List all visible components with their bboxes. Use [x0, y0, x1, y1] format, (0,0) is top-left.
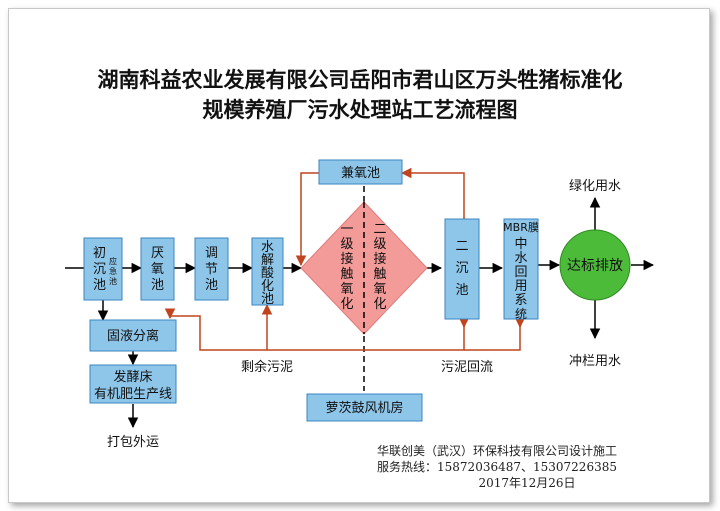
hydrolysis-acidification-tank: 水 解 酸 化 池 — [251, 237, 284, 307]
reclaimed-char-4: 用 — [514, 279, 527, 294]
oxidation-2-char-5: 氧 — [373, 282, 386, 297]
second-stage-oxidation-label: 二 级 接 触 氧 化 — [373, 222, 386, 312]
blower-room-label: 萝茨鼓风机房 — [325, 400, 403, 416]
reclaimed-char-5: 系 — [514, 293, 527, 308]
oxidation-1-char-4: 触 — [340, 267, 353, 282]
contact-oxidation-diamond — [300, 201, 428, 335]
sludge-return-line — [170, 315, 465, 351]
emergency-tank-char-3: 池 — [109, 276, 117, 286]
secondary-clarifier: 二 沉 池 — [444, 218, 480, 320]
initial-sedimentation-tank: 初 沉 池 应 急 池 — [83, 237, 123, 301]
reclaimed-char-3: 回 — [514, 265, 527, 280]
greening-water-label: 绿化用水 — [569, 179, 621, 194]
mbr-label: MBR膜 — [503, 221, 539, 234]
oxidation-2-char-2: 级 — [373, 237, 386, 252]
anaerobic-char-3: 池 — [151, 278, 164, 293]
reclaimed-char-6: 统 — [515, 307, 527, 321]
roots-blower-room: 萝茨鼓风机房 — [306, 393, 423, 422]
emergency-tank-char-2: 急 — [109, 266, 117, 276]
separation-label: 固液分离 — [107, 328, 159, 344]
anaerobic-char-2: 氧 — [151, 262, 164, 277]
reclaimed-char-1: 中 — [514, 237, 527, 252]
hydrolysis-char-4: 化 — [261, 279, 274, 294]
initial-sedimentation-char-3: 池 — [93, 278, 106, 293]
fermentation-line-1: 发酵床 — [113, 369, 152, 385]
hydrolysis-char-2: 解 — [261, 253, 274, 268]
hydrolysis-char-5: 池 — [261, 292, 274, 307]
facultative-tank-label: 兼氧池 — [341, 166, 380, 181]
oxidation-1-char-2: 级 — [340, 237, 353, 252]
oxidation-1-char-5: 氧 — [340, 282, 353, 297]
clarifier-return-to-facultative — [400, 167, 465, 219]
clarifier-char-1: 二 — [455, 239, 468, 254]
oxidation-2-char-3: 接 — [373, 251, 386, 267]
hydrolysis-char-3: 酸 — [261, 266, 274, 281]
oxidation-2-char-1: 二 — [373, 222, 386, 237]
facultative-tank: 兼氧池 — [318, 159, 403, 185]
fermentation-line-2: 有机肥生产线 — [94, 387, 172, 402]
flushing-water-label: 冲栏用水 — [569, 354, 621, 369]
first-stage-oxidation-label: 一 级 接 触 氧 化 — [340, 222, 353, 312]
hydrolysis-char-1: 水 — [261, 240, 274, 255]
discharge-label: 达标排放 — [567, 258, 623, 274]
packing-label: 打包外运 — [107, 435, 159, 450]
oxidation-1-char-1: 一 — [340, 222, 353, 237]
fermentation-bed-line: 发酵床 有机肥生产线 — [89, 364, 177, 404]
title-line-2: 规模养殖厂污水处理站工艺流程图 — [202, 97, 518, 122]
regulating-char-1: 调 — [205, 246, 218, 261]
reclaimed-char-2: 水 — [514, 251, 527, 266]
sludge-lines — [164, 167, 526, 351]
emergency-tank-char-1: 应 — [109, 256, 117, 266]
title-line-1: 湖南科益农业发展有限公司岳阳市君山区万头牲猪标准化 — [97, 67, 623, 92]
solid-liquid-separation: 固液分离 — [89, 319, 177, 352]
clarifier-char-2: 沉 — [455, 261, 468, 276]
mbr-sludge-line — [464, 319, 521, 351]
oxidation-1-char-3: 接 — [340, 251, 353, 267]
regulating-char-2: 节 — [205, 262, 218, 277]
oxidation-1-char-6: 化 — [340, 297, 353, 312]
footer-date: 2017年12月26日 — [478, 476, 575, 490]
initial-sedimentation-char-1: 初 — [93, 246, 106, 261]
residual-sludge-label: 剩余污泥 — [241, 359, 293, 375]
initial-sedimentation-char-2: 沉 — [93, 262, 106, 277]
footer-company: 华联创美（武汉）环保科技有限公司设计施工 — [377, 444, 617, 458]
oxidation-2-char-4: 触 — [373, 267, 386, 282]
clarifier-char-3: 池 — [455, 283, 468, 298]
oxidation-2-char-6: 化 — [373, 297, 386, 312]
sludge-return-label: 污泥回流 — [441, 360, 493, 375]
mbr-reclaimed-water-system: MBR膜 中 水 回 用 系 统 — [503, 218, 539, 321]
footer-hotline: 服务热线：15872036487、15307226385 — [377, 459, 617, 474]
regulating-tank: 调 节 池 — [194, 237, 229, 301]
anaerobic-tank: 厌 氧 池 — [140, 237, 175, 301]
discharge-circle: 达标排放 — [559, 229, 631, 301]
regulating-char-3: 池 — [205, 278, 218, 293]
anaerobic-char-1: 厌 — [151, 246, 164, 261]
